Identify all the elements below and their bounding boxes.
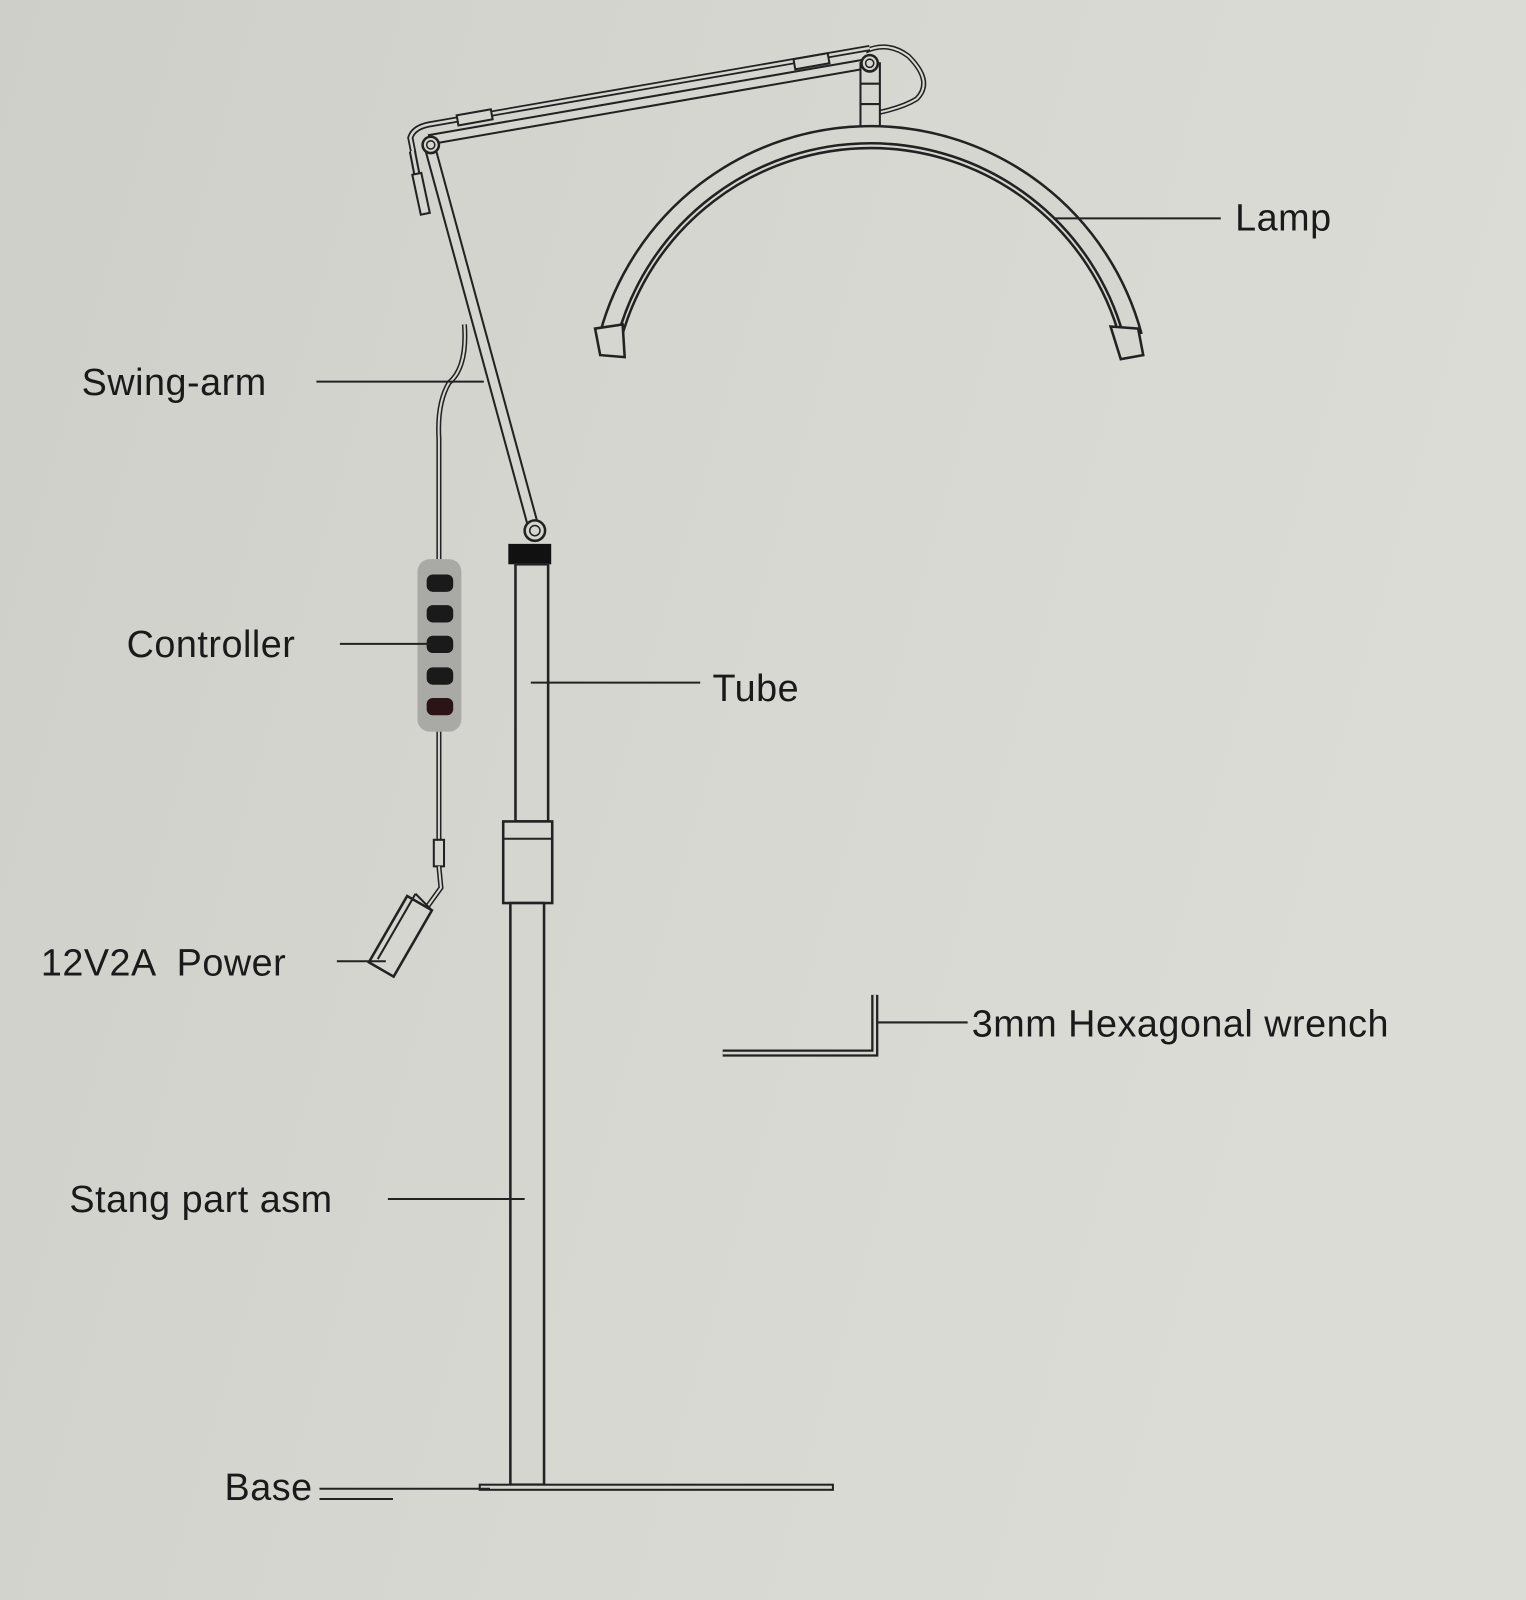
hex-wrench <box>722 994 879 1057</box>
top-cable-loop <box>864 44 927 115</box>
leader-lines <box>316 217 1221 1500</box>
controller-button <box>426 574 454 592</box>
controller-button <box>426 635 454 654</box>
label-base: Base <box>225 1467 313 1509</box>
controller-button <box>426 605 454 623</box>
pivot-joints <box>421 53 880 543</box>
label-controller: Controller <box>127 624 296 666</box>
label-stang-part-asm: Stang part asm <box>69 1179 332 1221</box>
label-lamp: Lamp <box>1235 198 1331 240</box>
controller-button <box>426 667 454 685</box>
label-power: 12V2A Power <box>41 943 286 985</box>
upper-tube <box>514 563 550 823</box>
tube-cap <box>508 543 552 565</box>
controller-button <box>426 697 454 716</box>
tube-and-stand <box>478 543 834 1491</box>
label-swing-arm: Swing-arm <box>82 362 267 404</box>
lamp-mount <box>859 62 881 136</box>
tube-collar <box>501 820 554 905</box>
lower-tube <box>509 901 546 1486</box>
label-wrench: 3mm Hexagonal wrench <box>972 1004 1389 1046</box>
power-adapter <box>367 893 434 979</box>
label-tube: Tube <box>712 668 799 710</box>
upper-arm <box>407 44 871 154</box>
lamp-arc <box>593 124 1145 361</box>
controller <box>417 559 462 732</box>
swing-arm <box>408 141 540 531</box>
base-plate <box>478 1483 834 1491</box>
